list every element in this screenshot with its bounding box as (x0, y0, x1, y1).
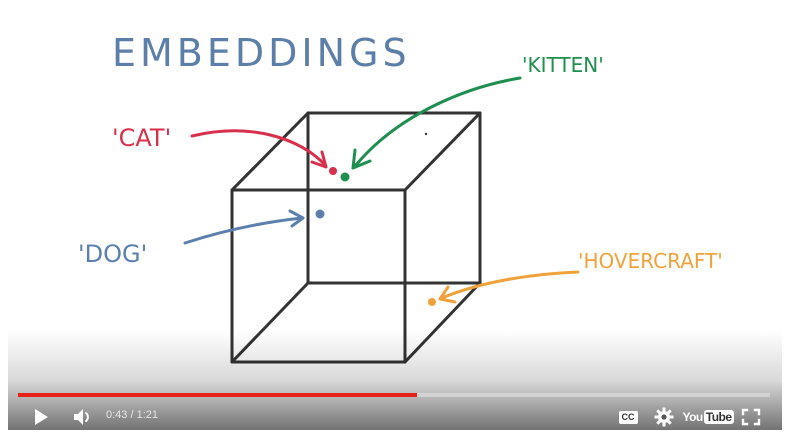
duration: 1:21 (136, 409, 159, 421)
progress-bar[interactable] (18, 393, 770, 397)
video-title: EMBEDDINGS (112, 31, 411, 75)
play-icon (35, 409, 48, 425)
arrow-kitten (354, 76, 522, 167)
arrowhead-dog (288, 209, 305, 228)
arrow-cat (190, 129, 327, 167)
dot-hovercraft (428, 298, 436, 306)
settings-gear-icon (654, 407, 674, 427)
time-display: 0:43 / 1:21 (106, 409, 158, 421)
play-button[interactable] (28, 404, 54, 430)
label-cat: 'CAT' (112, 124, 171, 152)
captions-button[interactable]: CC (615, 404, 641, 430)
volume-button[interactable] (70, 404, 96, 430)
progress-played (18, 393, 417, 397)
fullscreen-icon (741, 408, 761, 426)
stray-dot (424, 132, 428, 136)
arrow-dog (183, 216, 304, 245)
settings-button[interactable] (651, 404, 677, 430)
arrowhead-kitten (351, 148, 372, 170)
label-kitten: 'KITTEN' (522, 53, 604, 77)
captions-icon: CC (618, 410, 638, 424)
label-dog: 'DOG' (78, 240, 147, 268)
dot-cat (329, 167, 337, 175)
volume-icon (74, 409, 89, 425)
label-hovercraft: 'HOVERCRAFT' (578, 249, 723, 273)
current-time: 0:43 (106, 409, 128, 421)
arrowhead-hovercraft (438, 285, 457, 304)
time-separator: / (127, 409, 137, 421)
dot-dog (315, 209, 325, 219)
arrowhead-cat (310, 150, 328, 169)
dot-kitten (340, 172, 350, 182)
fullscreen-button[interactable] (738, 404, 764, 430)
logo-tube: Tube (703, 410, 734, 424)
logo-you: You (682, 410, 703, 424)
arrow-hovercraft (440, 270, 580, 300)
